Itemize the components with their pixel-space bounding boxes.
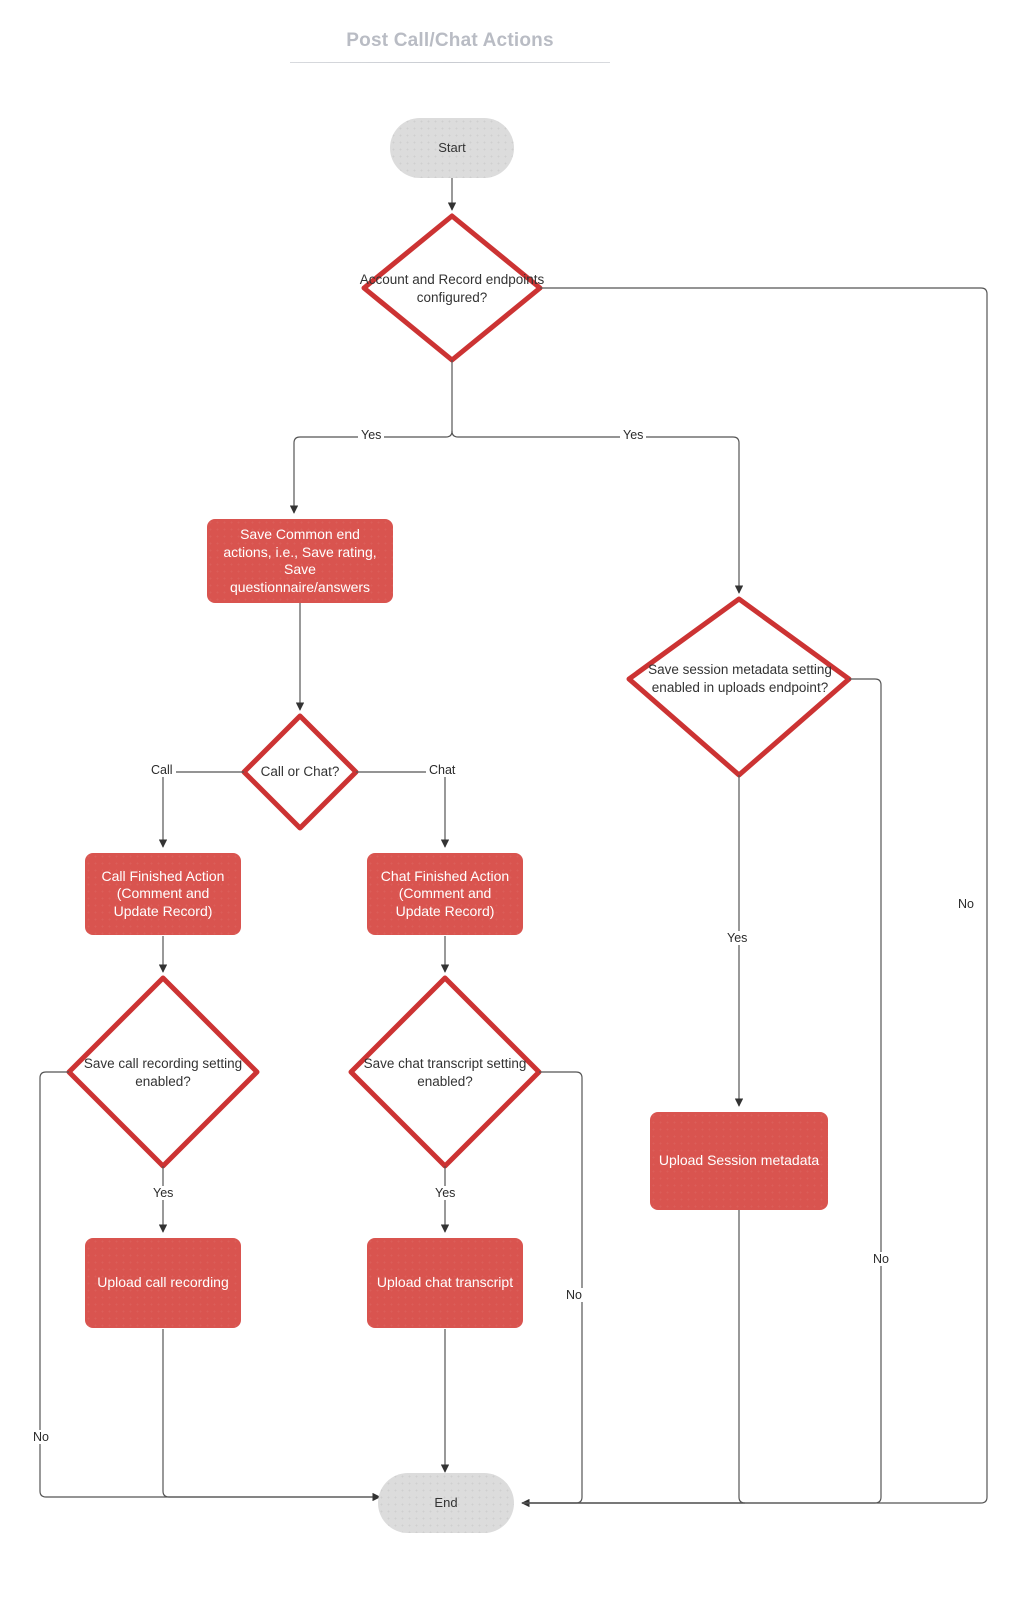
node-upload-chat-transcript[interactable]: Upload chat transcript: [367, 1238, 523, 1328]
node-upload-call-recording-label: Upload call recording: [97, 1274, 229, 1291]
edge-endpoints-yes-left: [289, 430, 453, 514]
decision-shape-endpoints: [361, 213, 543, 363]
edge-upload-call-recording-to-end: [162, 1329, 381, 1502]
edge-label-call-recording-yes: Yes: [150, 1186, 177, 1200]
node-call-finished-action-label: Call Finished Action (Comment and Update…: [101, 867, 225, 919]
edge-label-session-metadata-no: No: [870, 1252, 892, 1266]
node-end[interactable]: End: [378, 1473, 514, 1533]
node-start-label: Start: [438, 139, 466, 155]
edge-label-endpoints-yes-right: Yes: [620, 428, 647, 442]
edge-endpoints-yes-right: [451, 430, 744, 594]
page-title: Post Call/Chat Actions: [346, 30, 554, 51]
node-upload-chat-transcript-label: Upload chat transcript: [376, 1274, 514, 1291]
edge-branch-call: [158, 771, 244, 848]
edge-branch-chat: [356, 771, 450, 848]
decision-shape-call-or-chat: [241, 713, 359, 831]
node-upload-call-recording[interactable]: Upload call recording: [85, 1238, 241, 1328]
node-end-label: End: [434, 1494, 458, 1510]
node-call-finished-action[interactable]: Call Finished Action (Comment and Update…: [85, 853, 241, 935]
edge-label-branch-chat: Chat: [426, 763, 459, 777]
edge-label-call-recording-no: No: [30, 1430, 52, 1444]
node-chat-finished-action-label: Chat Finished Action (Comment and Update…: [380, 867, 510, 919]
edge-label-chat-transcript-no: No: [563, 1288, 585, 1302]
node-chat-finished-action[interactable]: Chat Finished Action (Comment and Update…: [367, 853, 523, 935]
edge-label-endpoints-no: No: [955, 897, 977, 911]
edge-upload-session-metadata-to-end: [522, 1210, 746, 1504]
edge-endpoints-no: [521, 287, 988, 1508]
node-start[interactable]: Start: [390, 118, 514, 178]
node-upload-session-metadata[interactable]: Upload Session metadata: [650, 1112, 828, 1210]
edge-label-branch-call: Call: [148, 763, 176, 777]
decision-shape-chat-transcript: [348, 975, 542, 1169]
edge-session-metadata-no: [522, 678, 882, 1504]
node-upload-session-metadata-label: Upload Session metadata: [658, 1152, 820, 1169]
decision-shape-session-metadata: [626, 596, 852, 778]
node-save-common-end-actions[interactable]: Save Common end actions, i.e., Save rati…: [207, 519, 393, 603]
edge-call-recording-no: [39, 1071, 380, 1498]
edge-label-session-metadata-yes: Yes: [724, 931, 751, 945]
node-save-common-end-actions-label: Save Common end actions, i.e., Save rati…: [223, 526, 377, 595]
edge-label-chat-transcript-yes: Yes: [432, 1186, 459, 1200]
decision-shape-call-recording: [66, 975, 260, 1169]
edge-label-endpoints-yes-left: Yes: [358, 428, 385, 442]
title-divider: [290, 62, 610, 63]
